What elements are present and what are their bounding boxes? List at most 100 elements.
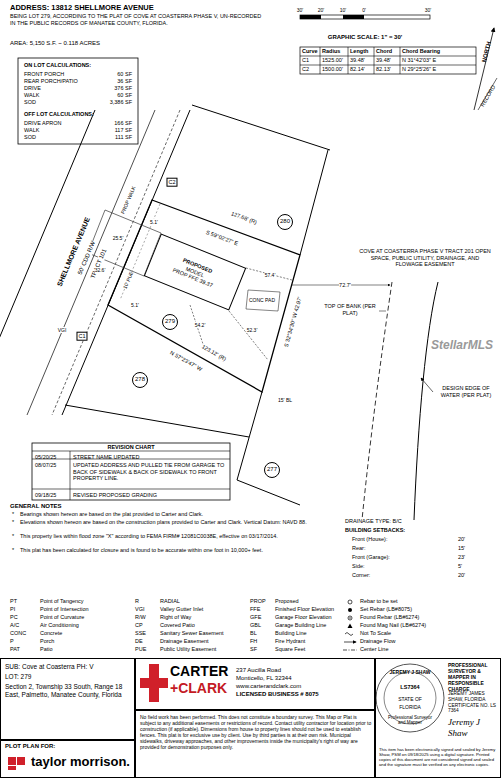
plan-label: FH bbox=[250, 638, 257, 645]
node-text: LICENSED BUSINESS # 8075 bbox=[236, 691, 372, 698]
plan-label: Right of Way bbox=[160, 614, 191, 621]
plan-label: C2 bbox=[302, 66, 309, 73]
plan-label: WALK bbox=[24, 127, 39, 134]
plan-label: STREET NAME UPDATED bbox=[73, 454, 139, 461]
plan-label: Finished Floor Elevation bbox=[275, 606, 334, 613]
plan-label: FLORIDA bbox=[399, 704, 421, 710]
disclaimer-box: No field work has been performed. This d… bbox=[135, 710, 375, 778]
lot-number-circle: 280 bbox=[277, 214, 293, 230]
plan-label: TOP OF BANK (PER PLAT) bbox=[322, 303, 378, 316]
plan-label: Radius bbox=[322, 48, 340, 55]
plan-label: AREA: 5,150 S.F. ~ 0.118 ACRES bbox=[10, 40, 100, 47]
node-text: 278 bbox=[135, 376, 145, 383]
plan-label: GBL bbox=[250, 622, 261, 629]
plan-label: Proposed bbox=[275, 598, 299, 605]
plan-label: 09/18/25 bbox=[35, 492, 56, 499]
plan-label: Point of Tangency bbox=[40, 598, 84, 605]
plan-label: 54.2' bbox=[195, 322, 206, 328]
company-box: CARTER+CLARK237 Aucilla RoadMonticello, … bbox=[135, 658, 375, 710]
plan-label: DRIVE bbox=[24, 85, 41, 92]
plan-label: * bbox=[12, 519, 14, 526]
node-text: PROFESSIONAL SURVEYOR & MAPPER IN RESPON… bbox=[448, 662, 500, 692]
node-text: www.carterandclark.com bbox=[236, 683, 372, 690]
plan-label: R bbox=[135, 598, 139, 605]
plan-label: Porch bbox=[40, 638, 54, 645]
plan-label: Elevations shown hereon are based on the… bbox=[20, 519, 335, 526]
plan-label: 25.5' bbox=[113, 235, 124, 241]
node-text: +CLARK bbox=[170, 680, 240, 697]
plan-label: DE bbox=[135, 638, 143, 645]
lot-number-circle: 279 bbox=[162, 314, 178, 330]
plan-label: SF bbox=[250, 646, 257, 653]
plan-label: 117 SF bbox=[115, 127, 132, 134]
plan-label: RECORD bbox=[479, 84, 497, 108]
plan-label: Front (Garage): bbox=[352, 554, 390, 561]
plan-label: Square Feet bbox=[275, 646, 305, 653]
plan-label: StellarMLS bbox=[431, 338, 493, 352]
plan-label: CONC bbox=[10, 630, 26, 637]
plan-label: 57.4' bbox=[265, 272, 276, 278]
plan-label: Air Conditioning bbox=[40, 622, 79, 629]
node-text: PLOT PLAN FOR: bbox=[5, 743, 132, 750]
plan-label: 166 SF bbox=[114, 120, 132, 127]
plan-label: 30' bbox=[425, 7, 432, 13]
node-text: This item has been electronically signed… bbox=[379, 747, 499, 767]
plan-label: Concrete bbox=[40, 630, 62, 637]
plan-title: ADDRESS: 13812 SHELLMORE AVENUE bbox=[10, 3, 154, 12]
plan-label: 10' bbox=[340, 7, 347, 13]
plan-label: CP bbox=[135, 622, 143, 629]
plan-label: 20' bbox=[458, 572, 465, 579]
plan-label: PROP WALK bbox=[119, 185, 136, 214]
plan-label: S 32°34'30" W 42.97' bbox=[283, 296, 303, 348]
node-text: 277 bbox=[267, 466, 277, 473]
plan-label: S 59°02'27" E bbox=[205, 229, 239, 247]
plan-label: 05/20/25 bbox=[35, 454, 56, 461]
plan-label: PI bbox=[10, 606, 15, 613]
plan-label: JEREMY J SHAW bbox=[389, 669, 430, 675]
plan-label: GRAPHIC SCALE: 1" = 30' bbox=[328, 34, 402, 41]
plan-label: 20' bbox=[458, 536, 465, 543]
node-text: No field work has been performed. This d… bbox=[140, 714, 372, 750]
plan-label: 39.48' bbox=[350, 57, 365, 64]
legend-text: Found Rebar (LB#6274) bbox=[360, 614, 419, 621]
legend-text: Rebar to be set bbox=[360, 598, 398, 605]
plot-plan-box: PLOT PLAN FOR:taylor morrison. bbox=[0, 740, 135, 778]
plan-label: 376 SF bbox=[114, 85, 132, 92]
node-text: 279 bbox=[165, 318, 175, 325]
plan-label: 36 SF bbox=[117, 78, 132, 85]
plan-label: 127.68' (R) bbox=[230, 210, 258, 226]
plan-label: R/W bbox=[135, 614, 146, 621]
plan-label: * bbox=[12, 547, 14, 554]
plan-label: BL bbox=[250, 630, 257, 637]
node-text: Jeremy J Shaw bbox=[448, 717, 500, 739]
plan-label: 82.13' bbox=[376, 66, 391, 73]
plan-label: 30' bbox=[297, 7, 304, 13]
surveyor-box: PROFESSIONAL SURVEYOR & MAPPER IN RESPON… bbox=[375, 658, 501, 778]
node-text: Monticello, FL 32344 bbox=[236, 675, 372, 682]
plan-label: 5.1' bbox=[150, 219, 158, 225]
plan-label: Corner: bbox=[352, 572, 370, 579]
plan-label: 82.14' bbox=[350, 66, 365, 73]
plan-label: REVISION CHART bbox=[107, 444, 154, 451]
plan-label: 39.48' bbox=[376, 57, 391, 64]
legend-text: Center Line bbox=[360, 646, 388, 653]
plan-label: Front (House): bbox=[352, 536, 387, 543]
plan-label: Drainage Easement bbox=[160, 638, 209, 645]
plan-label: N 29°25'26" E bbox=[402, 66, 436, 73]
plan-label: 60 SF bbox=[117, 92, 132, 99]
plan-label: Rear: bbox=[352, 545, 365, 552]
plan-label: 72.7' bbox=[339, 282, 351, 289]
plan-label: CONC PAD bbox=[249, 297, 275, 303]
subdivision-box: SUB: Cove at Coasterra PH: VLOT: 279Sect… bbox=[0, 658, 135, 740]
plan-label: * bbox=[12, 511, 14, 518]
plan-label: N 57°23'47" W bbox=[169, 349, 203, 372]
plan-label: UPDATED ADDRESS AND PULLED TIE FROM GARA… bbox=[73, 462, 225, 482]
node-text: CARTER bbox=[170, 663, 240, 680]
plan-label: This plat has been calculated for closur… bbox=[20, 547, 335, 554]
plan-label: PAT bbox=[10, 646, 20, 653]
plan-label: REVISED PROPOSED GRADING bbox=[73, 492, 157, 499]
plan-label: 111 SF bbox=[115, 134, 132, 141]
plan-label: Patio bbox=[40, 646, 53, 653]
plan-label: FFE bbox=[250, 606, 260, 613]
plan-label: Garage Floor Elevation bbox=[275, 614, 332, 621]
